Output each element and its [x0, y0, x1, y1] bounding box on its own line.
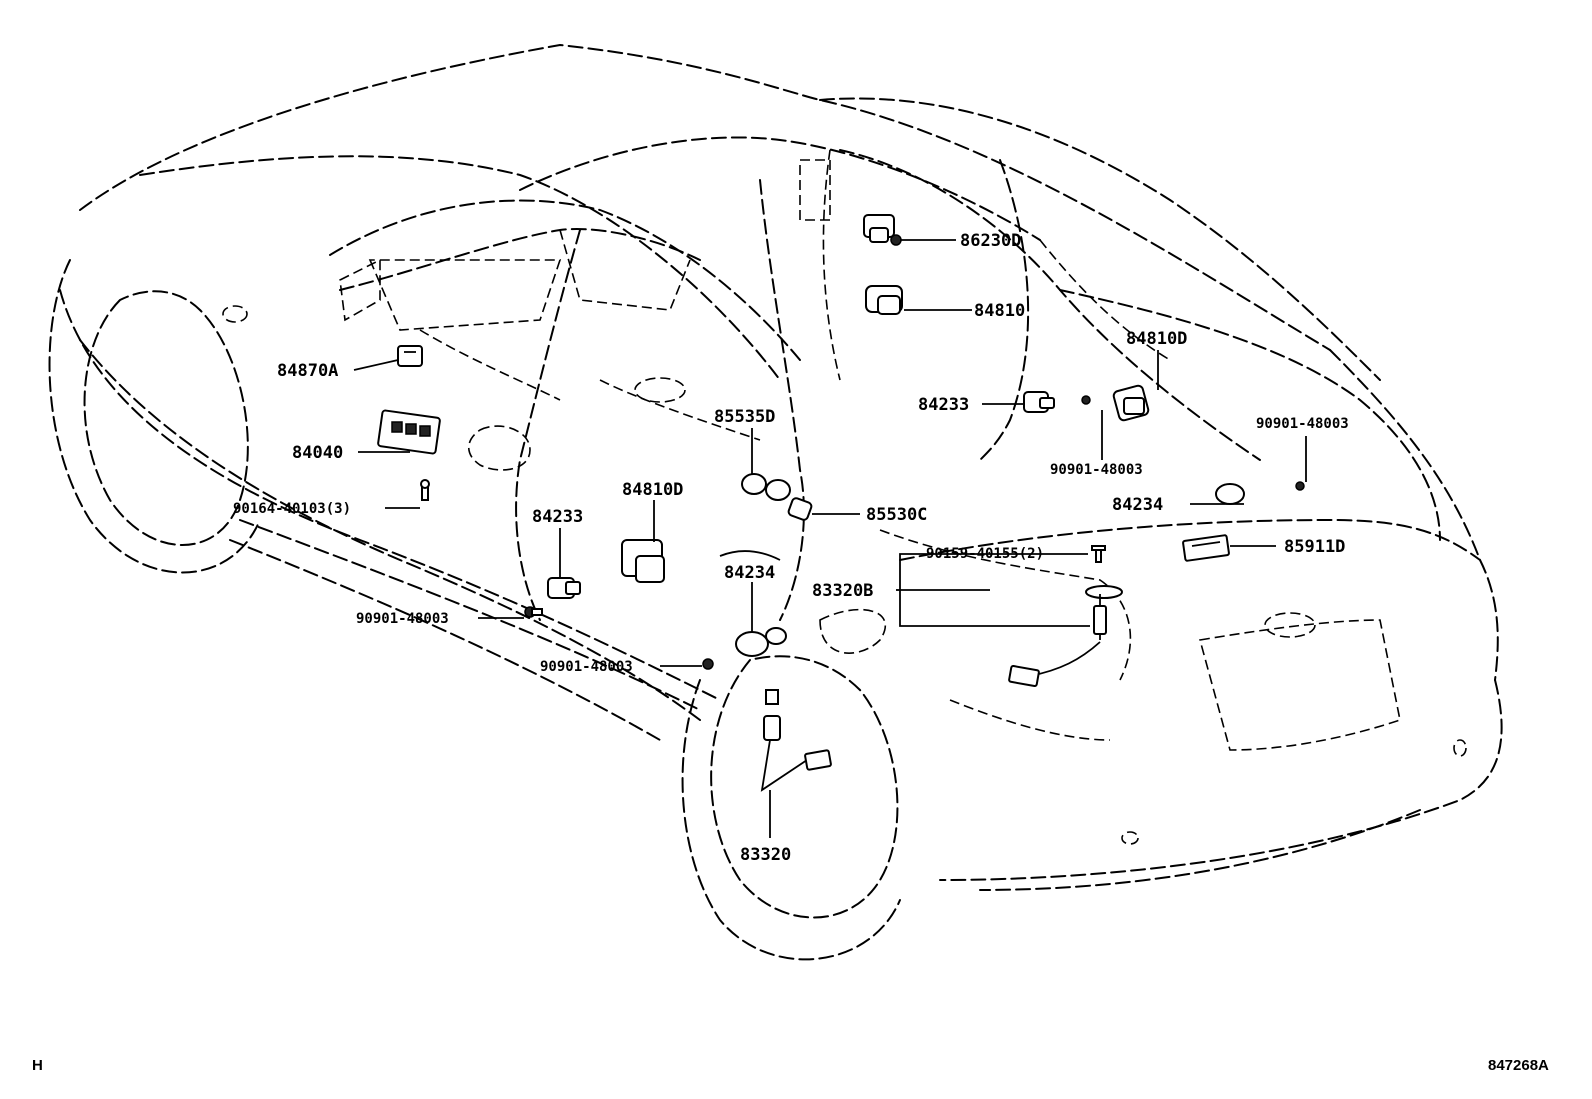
part-84870A	[397, 345, 423, 367]
leader-lines	[353, 239, 1307, 838]
part-labels: 86230D 84810 84810D 84870A 84233 90901-4…	[233, 231, 1349, 865]
label-84234-center: 84234	[724, 563, 775, 583]
part-85911D	[1182, 534, 1230, 562]
car-body-outline	[48, 44, 1503, 961]
part-84810D-right	[1112, 384, 1150, 422]
label-83320: 83320	[740, 845, 791, 865]
part-84234-right	[1215, 481, 1305, 505]
part-84234-center	[719, 550, 787, 657]
part-84233-left	[547, 577, 581, 599]
label-85535D: 85535D	[714, 407, 775, 427]
label-84234-right: 84234	[1112, 495, 1163, 515]
label-83320B: 83320B	[812, 581, 873, 601]
corner-mark: H	[32, 1057, 43, 1074]
label-84040: 84040	[292, 443, 343, 463]
part-84810	[865, 285, 903, 315]
part-90901-screw-center	[702, 658, 714, 670]
label-90901-48003-d: 90901-48003	[540, 659, 633, 675]
label-90159-40155: 90159-40155(2)	[926, 546, 1044, 562]
label-90901-48003-b: 90901-48003	[1050, 462, 1143, 478]
part-83320B	[1008, 585, 1123, 687]
label-84810D-right: 84810D	[1126, 329, 1187, 349]
label-85530C: 85530C	[866, 505, 927, 525]
part-83320	[760, 689, 832, 792]
part-84040	[377, 409, 441, 455]
label-84233-left: 84233	[532, 507, 583, 527]
label-84870A: 84870A	[277, 361, 338, 381]
label-84233-right: 84233	[918, 395, 969, 415]
footer: H 847268A	[32, 1057, 1549, 1074]
label-86230D: 86230D	[960, 231, 1021, 251]
part-86230D	[863, 214, 902, 246]
part-90159-screw	[1091, 545, 1106, 563]
label-90164-40103: 90164-40103(3)	[233, 501, 351, 517]
figure-id: 847268A	[1488, 1057, 1549, 1074]
label-84810D-center: 84810D	[622, 480, 683, 500]
label-90901-48003-c: 90901-48003	[356, 611, 449, 627]
label-85911D: 85911D	[1284, 537, 1345, 557]
part-85530C	[787, 497, 813, 521]
parts	[377, 214, 1305, 792]
label-84810: 84810	[974, 301, 1025, 321]
part-90164-screw	[420, 479, 430, 501]
label-90901-48003-a: 90901-48003	[1256, 416, 1349, 432]
part-84810D-center	[621, 539, 665, 583]
part-85535D	[741, 473, 791, 501]
part-90901-screw-left	[524, 606, 543, 618]
part-84233-right	[1023, 391, 1091, 413]
